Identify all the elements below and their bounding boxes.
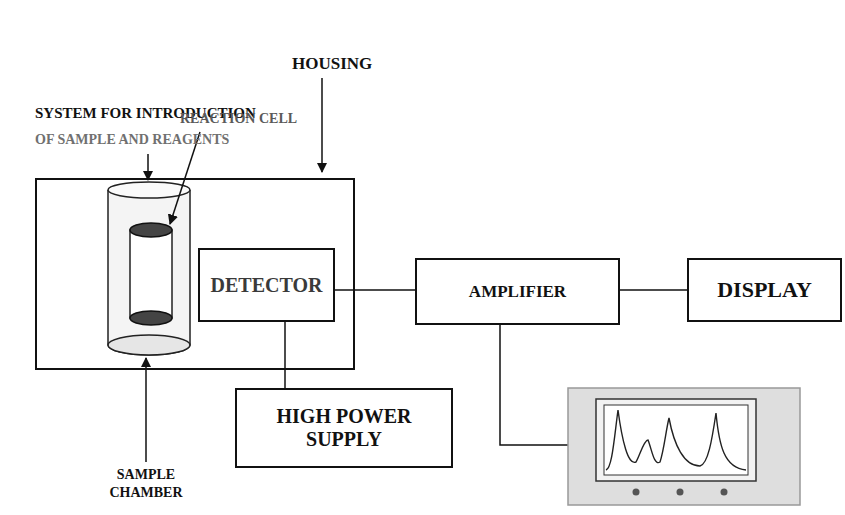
oscilloscope-case (568, 388, 800, 505)
box-label: DISPLAY (717, 277, 812, 302)
part-label: REACTION CELL (180, 110, 297, 128)
box-label: AMPLIFIER (469, 282, 566, 302)
cell-bottom (130, 311, 172, 325)
oscilloscope-bezel (596, 399, 756, 481)
connector-line (284, 322, 286, 388)
power-supply-box: HIGH POWER SUPPLY (235, 388, 453, 468)
housing-leader (321, 78, 323, 172)
introduction-leader (147, 154, 149, 180)
cylinder-body (108, 190, 190, 355)
sample-chamber-leader (145, 358, 147, 462)
oscilloscope-wire (500, 325, 568, 445)
cylinder-top (108, 182, 190, 198)
knob (721, 489, 728, 496)
housing-box: HOUSINGDETECTOR (35, 178, 355, 370)
signal-trace (606, 410, 746, 470)
knob (677, 489, 684, 496)
oscilloscope-screen (604, 405, 748, 475)
oscilloscope (568, 388, 800, 505)
cell-body (130, 230, 172, 318)
display-box: DISPLAY (687, 258, 842, 322)
cell-top (130, 223, 172, 237)
part-label: SAMPLE CHAMBER (96, 466, 196, 501)
cylinder-base (108, 335, 190, 355)
part-label: OF SAMPLE AND REAGENTS (35, 131, 229, 149)
knob (633, 489, 640, 496)
box-label: HIGH POWER SUPPLY (259, 405, 429, 451)
sample-chamber-cylinder (108, 182, 190, 355)
reaction-cell (130, 223, 172, 325)
connector-line (620, 289, 687, 291)
detector-box: DETECTOR (198, 248, 335, 322)
amplifier-box: AMPLIFIER (415, 258, 620, 325)
box-label: HOUSING (292, 54, 372, 74)
box-label: DETECTOR (211, 274, 323, 297)
connector-line (335, 289, 415, 291)
